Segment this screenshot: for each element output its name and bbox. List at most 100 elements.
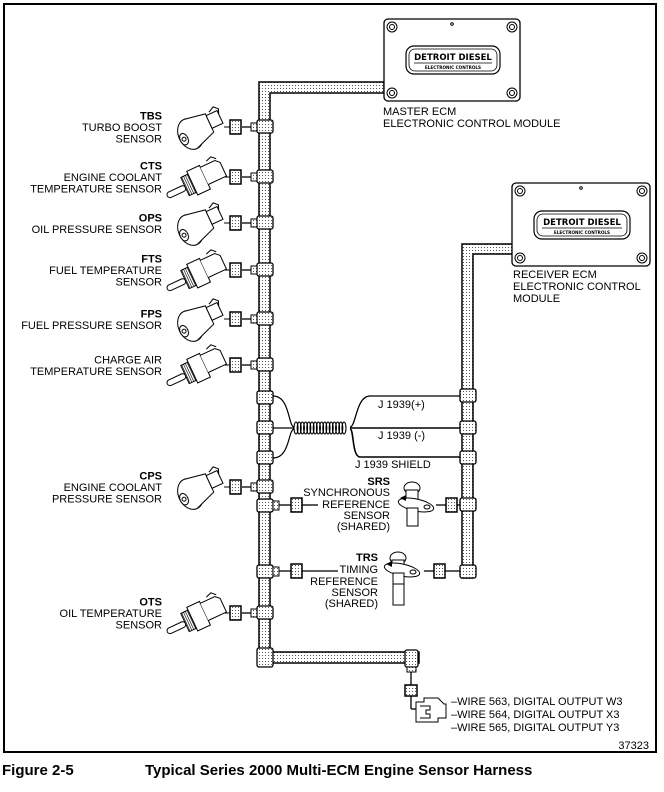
- clamp: [256, 647, 274, 668]
- temperature-sensor-icon: [166, 249, 228, 292]
- connector: [229, 357, 242, 373]
- clamp: [459, 388, 477, 403]
- figure-title: Typical Series 2000 Multi-ECM Engine Sen…: [145, 762, 533, 779]
- coil-turn: [322, 421, 328, 435]
- connector: [229, 119, 242, 135]
- clamp-tab: [250, 122, 258, 132]
- sensor-abbr: OTS: [139, 597, 162, 609]
- connector: [445, 497, 458, 513]
- coil-turn: [303, 421, 309, 435]
- sensor-abbr: CTS: [140, 161, 162, 173]
- coil-turn: [306, 421, 312, 435]
- trs-line-1: TIMING: [340, 564, 379, 576]
- drawing-id: 37323: [618, 740, 649, 752]
- harness-trunk-receiver: [461, 243, 515, 579]
- output-wire-563: –WIRE 563, DIGITAL OUTPUT W3: [451, 696, 623, 708]
- harness-bottom-run: [258, 651, 420, 664]
- output-wire-565: –WIRE 565, DIGITAL OUTPUT Y3: [451, 722, 619, 734]
- coil-turn: [331, 421, 337, 435]
- output-plug-icon: [415, 697, 447, 723]
- srs-line-3: SENSOR: [344, 510, 391, 522]
- temperature-sensor-icon: [166, 592, 228, 635]
- clamp: [256, 357, 274, 372]
- sensor-label-line: TURBO BOOST: [82, 122, 162, 134]
- connector: [229, 605, 242, 621]
- figure-number: Figure 2-5: [2, 762, 74, 779]
- clamp-tab: [250, 482, 258, 492]
- clamp-tab: [250, 608, 258, 618]
- pressure-sensor-icon: [177, 106, 224, 150]
- master-ecm-brand-sub: ELECTRONIC CONTROLS: [425, 65, 481, 70]
- coil-turn: [315, 421, 321, 435]
- sensor-abbr: CPS: [139, 471, 162, 483]
- receiver-ecm-label-1: RECEIVER ECM: [513, 269, 597, 281]
- sensor-label-line: FUEL PRESSURE SENSOR: [21, 320, 162, 332]
- j1939-datalink: J 1939(+) J 1939 (-) J 1939 SHIELD: [256, 388, 477, 471]
- clamp: [256, 450, 274, 465]
- clamp: [256, 262, 274, 277]
- coil-turn: [299, 421, 305, 435]
- clamp-tab: [250, 265, 258, 275]
- coil-turn: [328, 421, 334, 435]
- receiver-ecm: DETROIT DIESEL ELECTRONIC CONTROLS: [511, 182, 651, 267]
- clamp: [256, 119, 274, 134]
- connector: [229, 169, 242, 185]
- clamp: [256, 420, 274, 435]
- clamp: [256, 169, 274, 184]
- sensor-abbr: FTS: [141, 254, 162, 266]
- srs-line-1: SYNCHRONOUS: [303, 487, 390, 499]
- master-ecm: DETROIT DIESEL ELECTRONIC CONTROLS: [383, 18, 521, 102]
- trs-sensor: TRS TIMING REFERENCE SENSOR (SHARED): [256, 551, 477, 610]
- twisted-pair-coil: [293, 421, 347, 435]
- clamp: [256, 479, 274, 494]
- coil-turn: [335, 421, 341, 435]
- clamp: [256, 215, 274, 230]
- figure-frame: [3, 3, 657, 753]
- sensor-abbr: OPS: [139, 212, 162, 224]
- sensor-label-line: SENSOR: [116, 277, 163, 289]
- sensor-label-line: TEMPERATURE SENSOR: [30, 184, 162, 196]
- clamp: [256, 390, 274, 405]
- clamp: [459, 420, 477, 435]
- digital-output-branch: –WIRE 563, DIGITAL OUTPUT W3 –WIRE 564, …: [256, 647, 623, 734]
- master-ecm-label-1: MASTER ECM: [383, 106, 456, 118]
- sensor-label-line: CHARGE AIR: [94, 354, 162, 366]
- connector: [229, 215, 242, 231]
- receiver-ecm-brand: DETROIT DIESEL: [543, 218, 621, 228]
- clamp-tab: [250, 314, 258, 324]
- srs-sensor-icon: [397, 481, 435, 527]
- coil-turn: [312, 421, 318, 435]
- connector: [290, 497, 303, 513]
- coil-turn: [296, 421, 302, 435]
- clamp: [256, 311, 274, 326]
- sensor-label-line: OIL TEMPERATURE: [60, 608, 162, 620]
- j1939-plus-label: J 1939(+): [378, 399, 425, 411]
- srs-sensor: SRS SYNCHRONOUS REFERENCE SENSOR (SHARED…: [256, 476, 477, 533]
- clamp: [459, 497, 477, 512]
- master-ecm-brand: DETROIT DIESEL: [414, 53, 492, 63]
- connector: [229, 311, 242, 327]
- srs-line-4: (SHARED): [337, 521, 390, 533]
- coil-turn: [325, 421, 331, 435]
- receiver-ecm-brand-sub: ELECTRONIC CONTROLS: [554, 230, 610, 235]
- connector: [404, 684, 418, 697]
- output-wire-564: –WIRE 564, DIGITAL OUTPUT X3: [451, 709, 620, 721]
- sensor-label-line: TEMPERATURE SENSOR: [30, 366, 162, 378]
- connector: [433, 563, 446, 579]
- coil-turn: [309, 421, 315, 435]
- j1939-minus-label: J 1939 (-): [378, 430, 425, 442]
- sensor-label-line: SENSOR: [116, 134, 163, 146]
- j1939-shield-label: J 1939 SHIELD: [355, 459, 431, 471]
- master-ecm-label-2: ELECTRONIC CONTROL MODULE: [383, 118, 560, 130]
- trs-sensor-icon: [383, 551, 421, 606]
- sensor-label-line: FUEL TEMPERATURE: [49, 265, 162, 277]
- receiver-ecm-label-3: MODULE: [513, 293, 560, 305]
